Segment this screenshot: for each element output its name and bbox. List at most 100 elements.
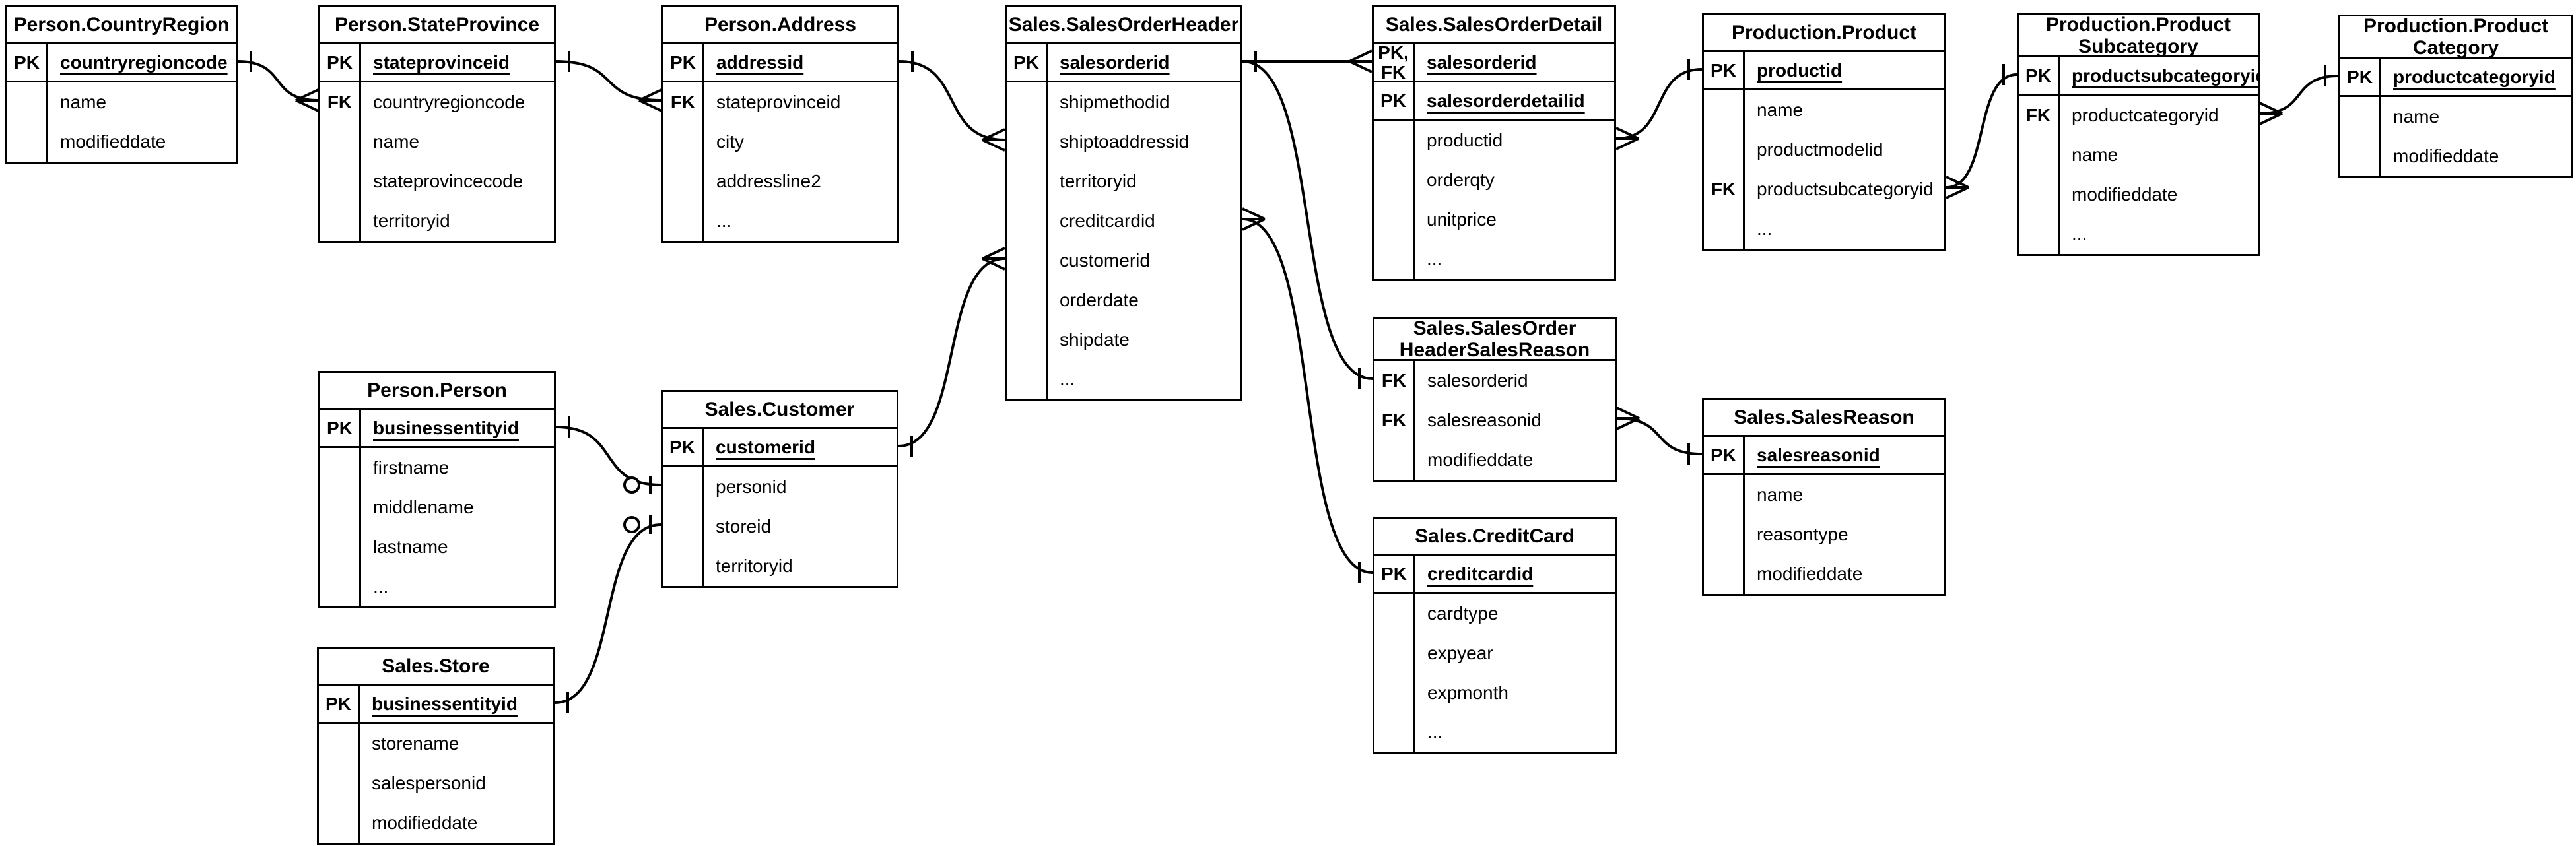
relationship-person-customer[interactable]: [555, 426, 661, 486]
attribute-row[interactable]: shipdate: [1007, 320, 1240, 360]
attribute-row[interactable]: ...: [1007, 360, 1240, 399]
attribute-row[interactable]: creditcardid: [1007, 201, 1240, 241]
relationship-product-productsubcategory[interactable]: [1946, 73, 2017, 189]
attribute-row[interactable]: ...: [1704, 209, 1944, 249]
attribute-row[interactable]: modifieddate: [7, 122, 236, 162]
attribute-row[interactable]: modifieddate: [1374, 440, 1615, 480]
attribute-name: customerid: [716, 436, 815, 457]
attribute-row[interactable]: territoryid: [663, 546, 897, 586]
attribute-name: lastname: [373, 537, 448, 557]
attribute-row[interactable]: storeid: [663, 507, 897, 546]
attribute-row[interactable]: customerid: [1007, 241, 1240, 280]
attribute-row[interactable]: name: [7, 82, 236, 122]
attribute-row[interactable]: salespersonid: [319, 764, 553, 803]
attribute-row[interactable]: orderqty: [1374, 160, 1614, 200]
key-indicator: [320, 448, 361, 488]
attribute-row[interactable]: storename: [319, 724, 553, 764]
attribute-row[interactable]: territoryid: [1007, 162, 1240, 201]
attribute-name: ...: [1757, 218, 1773, 239]
attribute-row[interactable]: ...: [663, 201, 897, 241]
attribute-row[interactable]: ...: [2019, 214, 2258, 254]
entity-title: Sales.SalesOrderDetail: [1374, 7, 1614, 44]
attribute-row[interactable]: name: [2019, 135, 2258, 175]
attribute-row[interactable]: name: [320, 122, 554, 162]
relationship-productsubcategory-productcategory[interactable]: [2259, 75, 2339, 115]
attribute-row[interactable]: territoryid: [320, 201, 554, 241]
attribute-name: stateprovinceid: [373, 51, 510, 73]
attribute-row[interactable]: expyear: [1374, 634, 1615, 673]
attribute-row[interactable]: city: [663, 122, 897, 162]
attribute-row[interactable]: middlename: [320, 488, 554, 527]
relationship-salesorderheader-salesorderheadersalesreason[interactable]: [1242, 60, 1373, 380]
relationship-store-customer[interactable]: [554, 523, 661, 704]
key-indicator: [663, 546, 704, 586]
attribute-row[interactable]: lastname: [320, 527, 554, 567]
attribute-row[interactable]: expmonth: [1374, 673, 1615, 713]
attribute-row[interactable]: ...: [320, 567, 554, 606]
attribute-row[interactable]: modifieddate: [1704, 554, 1944, 594]
attribute-row[interactable]: modifieddate: [319, 803, 553, 843]
relationship-customer-salesorderheader[interactable]: [898, 257, 1005, 447]
attribute-row[interactable]: productid: [1374, 121, 1614, 160]
attribute-row[interactable]: firstname: [320, 448, 554, 488]
attribute-row[interactable]: stateprovincecode: [320, 162, 554, 201]
attribute-row[interactable]: shipmethodid: [1007, 82, 1240, 122]
attribute-row[interactable]: orderdate: [1007, 280, 1240, 320]
attribute-row[interactable]: reasontype: [1704, 515, 1944, 554]
attribute-name: stateprovinceid: [716, 92, 841, 112]
relationship-salesorderheader-creditcard[interactable]: [1242, 218, 1373, 574]
attribute-row[interactable]: name: [1704, 475, 1944, 515]
attribute-row[interactable]: name: [2340, 97, 2571, 137]
attribute-row[interactable]: modifieddate: [2019, 175, 2258, 214]
attribute-row[interactable]: addressline2: [663, 162, 897, 201]
attribute-row[interactable]: modifieddate: [2340, 137, 2571, 176]
attribute-row[interactable]: unitprice: [1374, 200, 1614, 240]
attribute-row[interactable]: shiptoaddressid: [1007, 122, 1240, 162]
attribute-row[interactable]: ...: [1374, 240, 1614, 279]
attribute-row[interactable]: productmodelid: [1704, 130, 1944, 170]
attribute-row[interactable]: personid: [663, 467, 897, 507]
key-indicator: [1007, 162, 1048, 201]
attribute-row[interactable]: ...: [1374, 713, 1615, 752]
attribute-row[interactable]: cardtype: [1374, 594, 1615, 634]
relationship-countryregion-stateprovince[interactable]: [237, 60, 319, 102]
attribute-row[interactable]: name: [1704, 90, 1944, 130]
relationship-stateprovince-address[interactable]: [555, 60, 662, 102]
relationship-address-salesorderheader[interactable]: [898, 60, 1005, 141]
